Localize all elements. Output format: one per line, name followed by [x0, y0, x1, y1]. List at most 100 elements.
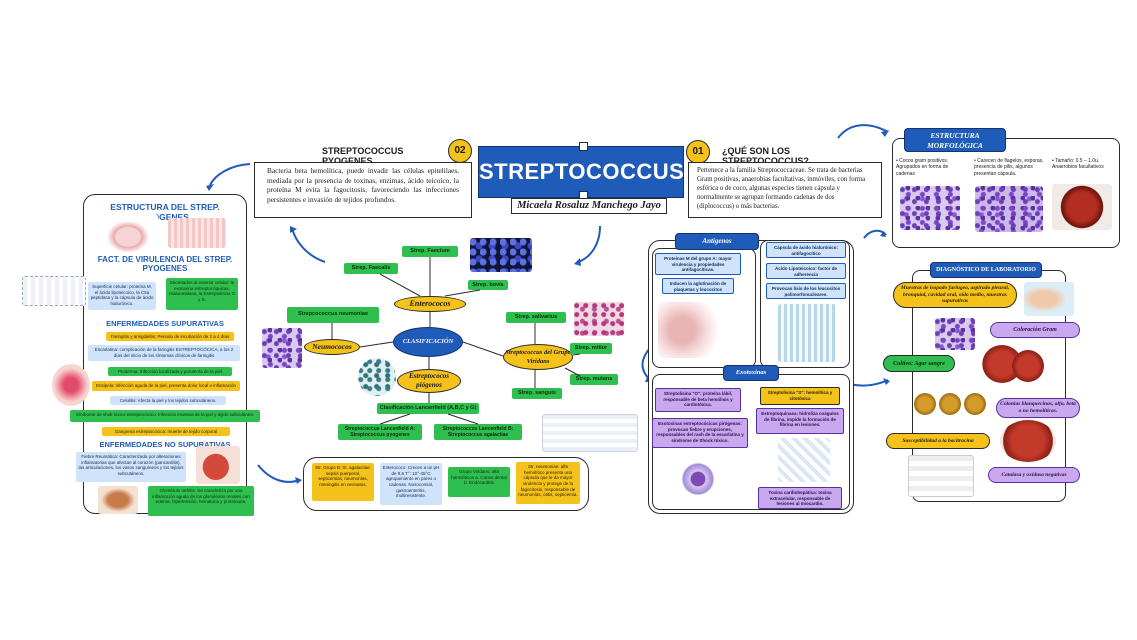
lancefield-b-tag: Streptococcus Lancenfield B: Streptococc…	[434, 424, 522, 440]
title-text: STREPTOCOCCUS	[479, 159, 685, 184]
morf-item-cocos: • Cocos gram positivos. Agrupados en for…	[896, 158, 949, 177]
sup-item-escarlatina: Escarlatina: complicación de la faringit…	[88, 345, 240, 361]
throat-image	[52, 364, 90, 406]
morf-item-flagelos: • Carecen de flagelos, esporas, presenci…	[974, 158, 1044, 177]
sup-item-shock: Síndrome de shok tóxico estreptocócico: …	[70, 410, 260, 422]
neumococos-node: Neumococos	[304, 339, 360, 355]
virulencia-right-box: Secretados al exterior celular: la exoto…	[166, 278, 238, 310]
morf-plate-image	[1052, 184, 1112, 230]
faecium-tag: Strep. Faecium	[402, 246, 458, 257]
ant-item-lisis: Provocan lisis de los leucocitos polimor…	[766, 283, 846, 299]
exo-item-piroгenas: Exotoxinas estreptocócicas pirógenas: pr…	[652, 418, 748, 448]
ant-item-lipoteicoico: Ácido Lipoteicoico: factor de adherencia	[766, 263, 846, 279]
bovis-tag: Strep. bovis	[468, 280, 508, 290]
morf-gram-image	[900, 186, 960, 230]
exo-item-cardiohepatica: Toxina cardiohepática: toxina extracelul…	[758, 487, 842, 509]
colony-plate-3	[964, 393, 986, 415]
blood-agar-image-2	[1012, 350, 1044, 382]
lancefield-tag: Clasificación Lancenfield (A,B,C y G)	[377, 403, 479, 414]
exo-item-streptolisina-o: Streptolisina "O": proteína lábil, respo…	[655, 388, 741, 412]
cell-structure-image-1	[98, 214, 158, 252]
sup-item-pioderma: Pioderma: Infección localizada y purulen…	[108, 367, 232, 376]
sanguis-tag: Strep. sanguis	[512, 388, 562, 399]
morf-item-tamano: • Tamaño: 0.5 – 1.0u. Anaerobios faculta…	[1052, 158, 1104, 171]
morf-item-cocos-text: Cocos gram positivos. Agrupados en forma…	[896, 158, 949, 177]
morfologica-heading: ESTRUCTURA MORFOLÓGICA	[904, 128, 1006, 152]
no-supurativas-heading: ENFERMEDADES NO SUPURATIVAS	[99, 440, 231, 449]
sup-item-gangrena: Gangrena estreptocócica: muerte de tejid…	[102, 427, 230, 436]
colony-plate-2	[939, 393, 961, 415]
que-son-number-badge: 01	[686, 140, 710, 164]
clasificacion-node: CLASIFICACIÓN	[393, 327, 463, 357]
sup-item-celulitis: Celulitis: Afecta la piel y los tejidos …	[110, 396, 226, 405]
piogenos-microscope-image	[358, 358, 396, 396]
estructura-pyogenes-heading: ESTRUCTURA DEL STREP. PYOGENES	[110, 202, 220, 222]
heart-image	[196, 446, 240, 484]
ant-item-aglutinacion: Inducen la aglutinación de plaquetas y l…	[662, 278, 734, 294]
fibrin-diagram-image	[778, 438, 830, 482]
exo-item-estreptoquinasa: Estreptoquinasa: hidroliza coágulos de f…	[756, 408, 844, 434]
diag-item-bacitracina: Susceptibilidad a la bacitracina	[886, 433, 990, 449]
morf-item-tamano-text: Tamaño: 0.5 – 1.0u. Anaerobios facultati…	[1052, 158, 1104, 171]
fiebre-reumatica-box: Fiebre Reumática: Caracterizada por alte…	[76, 452, 186, 482]
pyogenes-heading: STREPTOCOCCUS PYOGENES	[322, 146, 404, 166]
exo-item-streptolisina-s: Streptolisina "S": hemolítica y citotóxi…	[760, 387, 840, 405]
neumoniae-box: Str. neumoniae: alfa hemolítico presenta…	[516, 462, 580, 504]
lancefield-table-image	[542, 414, 638, 452]
diag-item-cultivo: Cultivo: Agar sangre	[883, 355, 955, 372]
sup-item-faringitis: Faringitis y amigdalitis: Periodo de inc…	[106, 332, 234, 341]
ant-item-capsula: Cápsula de ácido hialurónico: antifagocí…	[766, 242, 846, 258]
sup-item-erisipela: Erisipela: infección aguda de la piel, p…	[92, 381, 240, 391]
author-label: Micaela Rosaluz Manchego Jayo	[511, 198, 667, 214]
neumoniae-tag: Strepcococcus neumoniae	[287, 307, 379, 323]
antigenos-cell-image	[658, 302, 738, 358]
viridans-node: Streptococcus del Grupo Viridans	[503, 344, 573, 370]
pyogenes-text: Bacteria beta hemolítica, puede invadir …	[254, 162, 472, 218]
faecalis-tag: Strep. Faecalis	[344, 263, 398, 274]
viridans-box: Grupo Viridans: alfa hemolíticos a. Cari…	[448, 467, 510, 497]
virulencia-heading: FACT. DE VIRULENCIA DEL STREP. PYOGENES	[97, 255, 233, 273]
glomerulonefritis-box: Glomérulo nefritis: Se caracteriza por u…	[148, 486, 254, 516]
title-block: STREPTOCOCCUS	[478, 146, 684, 198]
que-son-heading: ¿QUÉ SON LOS STREPTOCOCCUS?	[722, 146, 809, 166]
cell-wall-image	[778, 304, 836, 362]
title-pin-top	[579, 142, 588, 151]
faecium-microscope-image	[470, 238, 532, 272]
pyogenes-number-badge: 02	[448, 139, 472, 163]
colony-plate-1	[914, 393, 936, 415]
exotoxin-circle-image	[670, 452, 726, 506]
gram-stain-image	[935, 318, 975, 350]
kidney-image	[98, 486, 138, 514]
anatomy-sketch-image	[22, 276, 86, 306]
enterococo-box: Enterococo: Crecen a un pH de 9,6 T°: 10…	[380, 463, 442, 505]
lancefield-a-tag: Streptococcus Lancenfield A: Streptococc…	[338, 424, 422, 440]
mutans-tag: Strep. mutans	[570, 374, 618, 385]
enterococos-node: Enterococos	[394, 296, 466, 312]
neumococos-microscope-image	[262, 328, 302, 368]
diag-item-muestras: Muestras de isopado faríngeo, aspirado p…	[893, 282, 1017, 308]
bacitracin-plate-image	[1000, 420, 1056, 462]
supurativas-heading: ENFERMEDADES SUPURATIVAS	[106, 319, 224, 328]
catalasa-table-image	[908, 455, 974, 497]
morf-item-flagelos-text: Carecen de flagelos, esporas, presencia …	[974, 158, 1044, 177]
diag-item-catalasa: Catalasa y oxidasa negativas	[988, 467, 1080, 483]
antigenos-heading: Antígenos	[675, 233, 759, 250]
ant-item-proteinas-m: Proteínas M del grupo A: mayor virulenci…	[655, 253, 741, 275]
antigenos-inner-right	[760, 240, 850, 368]
grupo-b-box: Str. Grupo B: St. agalactiae: sepsis pue…	[312, 463, 374, 501]
swab-image	[1024, 282, 1074, 316]
virulencia-left-box: Superficie celular: proteína M, el ácido…	[88, 282, 156, 310]
morf-chain-image	[975, 186, 1043, 232]
diag-item-coloracion: Coloración Gram	[990, 322, 1080, 338]
viridans-microscope-image	[574, 302, 624, 336]
mitior-tag: Strep. mitior	[570, 343, 612, 354]
diag-item-colonias: Colonias blanquecinas, alfa, beta o no h…	[996, 398, 1080, 418]
que-son-text: Pertenece a la familia Streptococcaceae.…	[688, 162, 882, 218]
diagnostico-heading: DIAGNÓSTICO DE LABORATORIO	[930, 262, 1042, 278]
salivarius-tag: Strep. salivarius	[506, 312, 566, 323]
exotoxinas-heading: Exotoxinas	[723, 365, 779, 381]
estreptococos-piogenos-node: Estreptococos piógenos	[397, 369, 461, 393]
cell-structure-image-2	[168, 218, 226, 248]
